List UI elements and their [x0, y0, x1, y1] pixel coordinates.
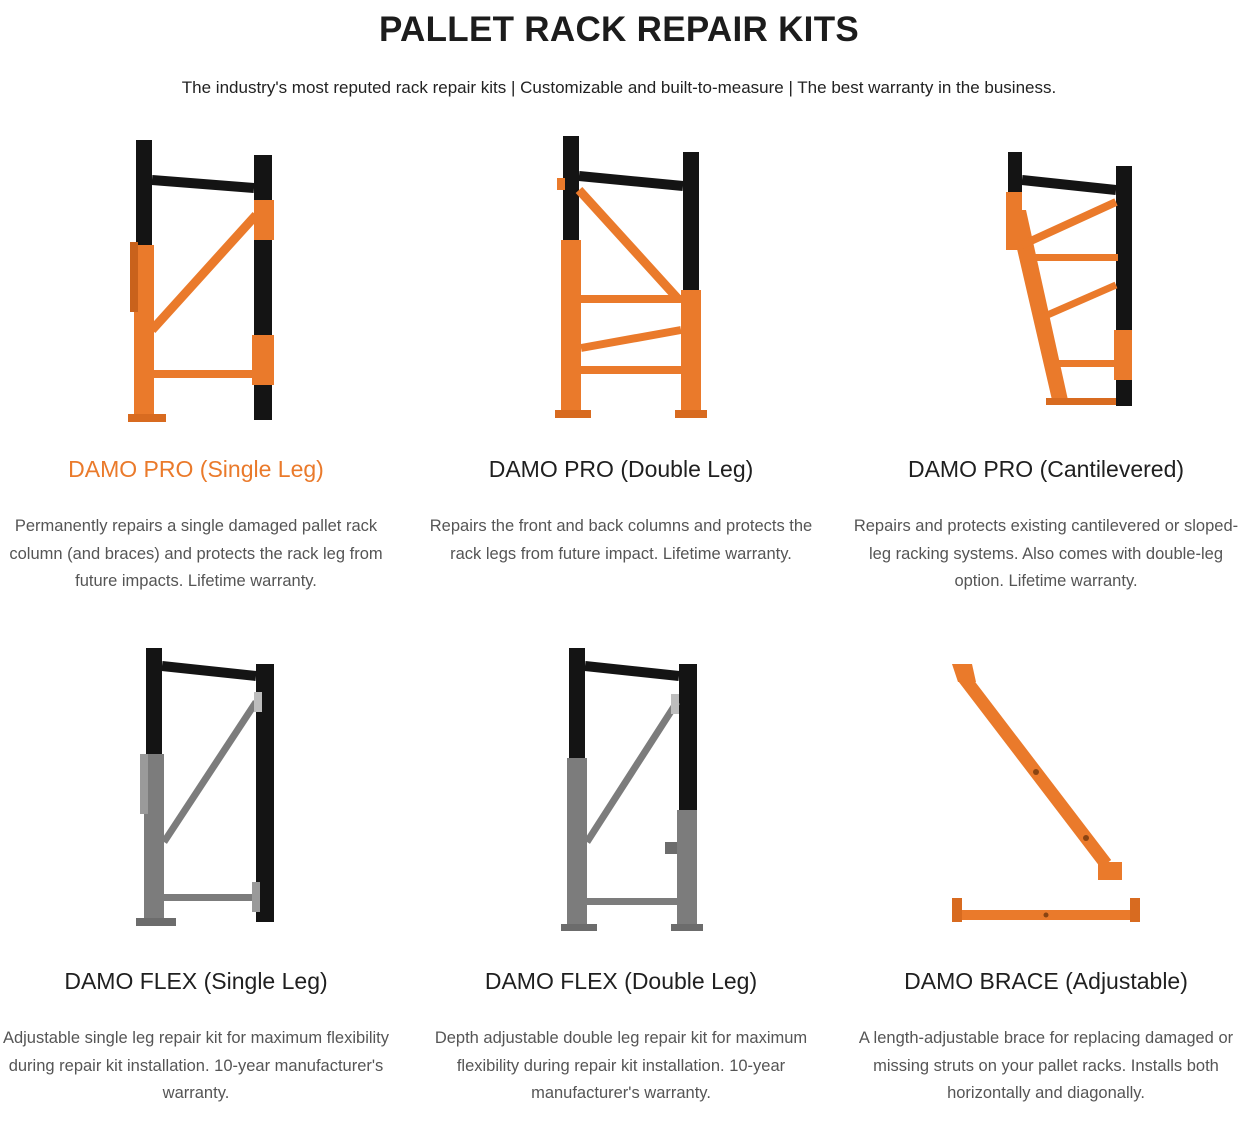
- product-description: A length-adjustable brace for replacing …: [858, 1029, 1234, 1102]
- single-leg-repair-kit-orange-icon[interactable]: [106, 130, 286, 430]
- product-card-flex-double[interactable]: DAMO FLEX (Double Leg) Depth adjustable …: [421, 642, 821, 1108]
- page-subtitle: The industry's most reputed rack repair …: [181, 78, 1057, 97]
- single-leg-flex-kit-gray-icon[interactable]: [106, 642, 286, 932]
- product-title[interactable]: DAMO PRO (Single Leg): [68, 456, 324, 482]
- double-leg-flex-kit-gray-icon[interactable]: [531, 642, 711, 932]
- product-description: Repairs the front and back columns and p…: [429, 517, 813, 563]
- double-leg-repair-kit-orange-icon[interactable]: [531, 130, 711, 430]
- product-title[interactable]: DAMO BRACE (Adjustable): [904, 968, 1188, 994]
- product-description: Adjustable single leg repair kit for max…: [2, 1029, 390, 1102]
- product-description: Depth adjustable double leg repair kit f…: [434, 1029, 808, 1102]
- product-title[interactable]: DAMO PRO (Double Leg): [488, 456, 754, 482]
- product-title[interactable]: DAMO PRO (Cantilevered): [907, 456, 1185, 482]
- product-title[interactable]: DAMO FLEX (Single Leg): [64, 968, 328, 994]
- product-title[interactable]: DAMO FLEX (Double Leg): [484, 968, 758, 994]
- page-title: PALLET RACK REPAIR KITS: [378, 10, 860, 49]
- product-card-pro-cantilevered[interactable]: DAMO PRO (Cantilevered) Repairs and prot…: [846, 130, 1238, 596]
- adjustable-brace-orange-icon[interactable]: [936, 642, 1156, 932]
- product-description: Permanently repairs a single damaged pal…: [9, 517, 383, 590]
- product-description: Repairs and protects existing cantilever…: [853, 517, 1238, 590]
- cantilevered-repair-kit-orange-icon[interactable]: [956, 130, 1136, 430]
- product-card-pro-double[interactable]: DAMO PRO (Double Leg) Repairs the front …: [421, 130, 821, 568]
- product-card-flex-single[interactable]: DAMO FLEX (Single Leg) Adjustable single…: [0, 642, 396, 1108]
- product-card-brace-adjustable[interactable]: DAMO BRACE (Adjustable) A length-adjusta…: [846, 642, 1238, 1108]
- product-card-pro-single[interactable]: DAMO PRO (Single Leg) Permanently repair…: [0, 130, 396, 596]
